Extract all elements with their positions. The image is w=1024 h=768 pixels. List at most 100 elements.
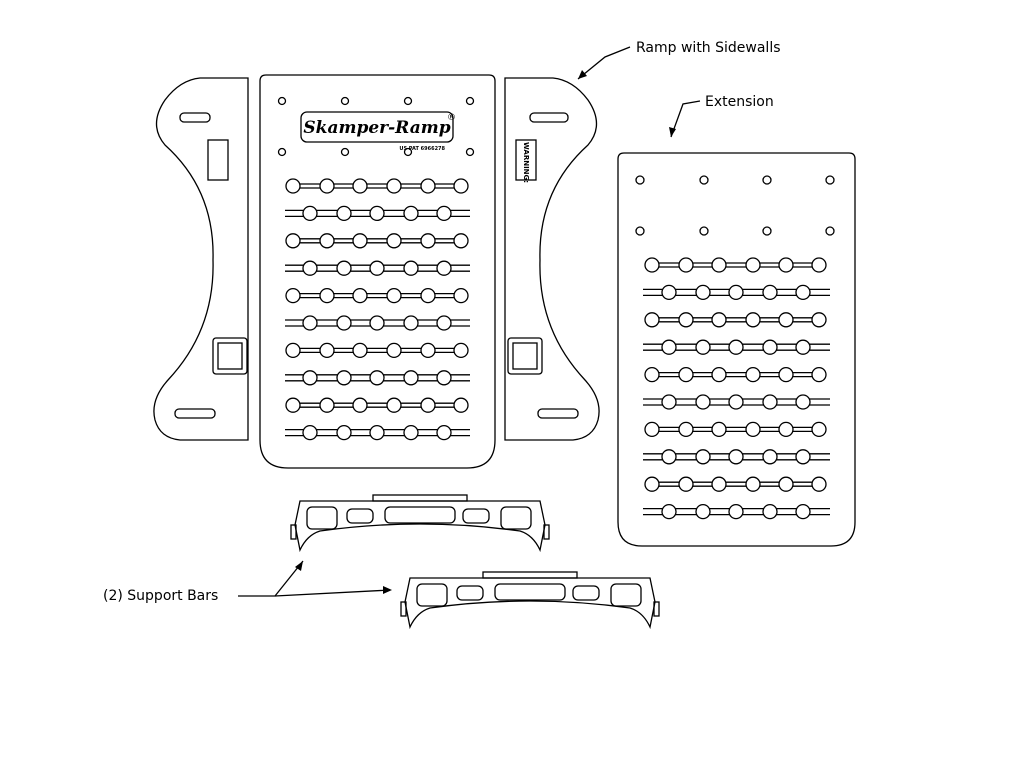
hole (728, 449, 744, 465)
hole (453, 342, 469, 359)
hole (352, 287, 368, 304)
hole (336, 315, 352, 331)
hole (811, 257, 827, 273)
hole (453, 178, 469, 194)
hole (352, 342, 368, 359)
hole (386, 233, 402, 249)
hole (369, 205, 385, 222)
hole (420, 342, 436, 359)
hole (695, 394, 711, 410)
hole (661, 503, 677, 520)
callout-support-bars: (2) Support Bars (103, 560, 392, 604)
hole (711, 312, 727, 328)
hole (302, 424, 318, 441)
hole (369, 260, 385, 276)
hole (711, 421, 727, 438)
right-sidewall: WARNING: (504, 77, 600, 441)
hole (661, 284, 677, 301)
hole (778, 312, 794, 328)
hole (711, 257, 727, 273)
hole (695, 339, 711, 355)
svg-text:®: ® (447, 113, 456, 123)
hole (302, 370, 318, 386)
callout-extension: Extension (669, 94, 774, 138)
main-ramp: Skamper-Ramp ® US PAT 6966278 (259, 74, 496, 469)
hole (745, 312, 761, 328)
hole (319, 287, 335, 304)
hole (644, 421, 660, 438)
hole (403, 370, 419, 386)
left-sidewall (153, 77, 249, 441)
hole (436, 370, 452, 386)
hole (352, 233, 368, 249)
label-support-bars: (2) Support Bars (103, 588, 218, 604)
hole (778, 421, 794, 438)
hole (386, 287, 402, 304)
hole (285, 233, 301, 249)
hole (661, 394, 677, 410)
hole (695, 284, 711, 301)
warning-text: WARNING: (522, 142, 530, 183)
support-bar (290, 494, 550, 553)
label-ramp-with-sidewalls: Ramp with Sidewalls (636, 40, 781, 56)
hole (678, 476, 694, 492)
hole (745, 366, 761, 383)
hole (403, 424, 419, 441)
hole (644, 366, 660, 383)
bolt-hole (465, 96, 475, 106)
hole (795, 449, 811, 465)
hole (453, 287, 469, 304)
svg-text:US PAT 6966278: US PAT 6966278 (399, 146, 445, 152)
hole (795, 284, 811, 301)
hole (745, 257, 761, 273)
hole (678, 257, 694, 273)
bolt-hole (635, 175, 645, 185)
hole (762, 284, 778, 301)
hole (386, 342, 402, 359)
hole (762, 503, 778, 520)
hole (319, 397, 335, 413)
bolt-hole (699, 226, 709, 236)
warning-label-right (515, 139, 537, 181)
hole (728, 503, 744, 520)
hole (403, 205, 419, 222)
bolt-hole (825, 226, 835, 236)
hole (762, 339, 778, 355)
extension-panel (617, 152, 856, 547)
hole (319, 233, 335, 249)
hole (386, 178, 402, 194)
hole (352, 178, 368, 194)
bolt-hole (340, 96, 350, 106)
hole (386, 397, 402, 413)
label-extension: Extension (705, 94, 774, 110)
bolt-hole (465, 147, 475, 157)
bolt-hole (762, 175, 772, 185)
hole (762, 394, 778, 410)
hole (811, 476, 827, 492)
hole (678, 366, 694, 383)
hole (728, 339, 744, 355)
hole (453, 397, 469, 413)
hole (745, 421, 761, 438)
hole (420, 178, 436, 194)
hole (728, 394, 744, 410)
hole (319, 342, 335, 359)
bolt-hole (340, 147, 350, 157)
hole (369, 315, 385, 331)
hole (661, 449, 677, 465)
logo: Skamper-Ramp ® US PAT 6966278 (300, 111, 456, 152)
latch-left (212, 337, 248, 375)
bolt-hole (699, 175, 709, 185)
hole (336, 260, 352, 276)
hole (728, 284, 744, 301)
bolt-hole (403, 147, 413, 157)
hole (285, 287, 301, 304)
hole (420, 233, 436, 249)
hole (695, 449, 711, 465)
hole (778, 476, 794, 492)
hole (711, 476, 727, 492)
hole (403, 315, 419, 331)
hole (644, 312, 660, 328)
hole (369, 424, 385, 441)
